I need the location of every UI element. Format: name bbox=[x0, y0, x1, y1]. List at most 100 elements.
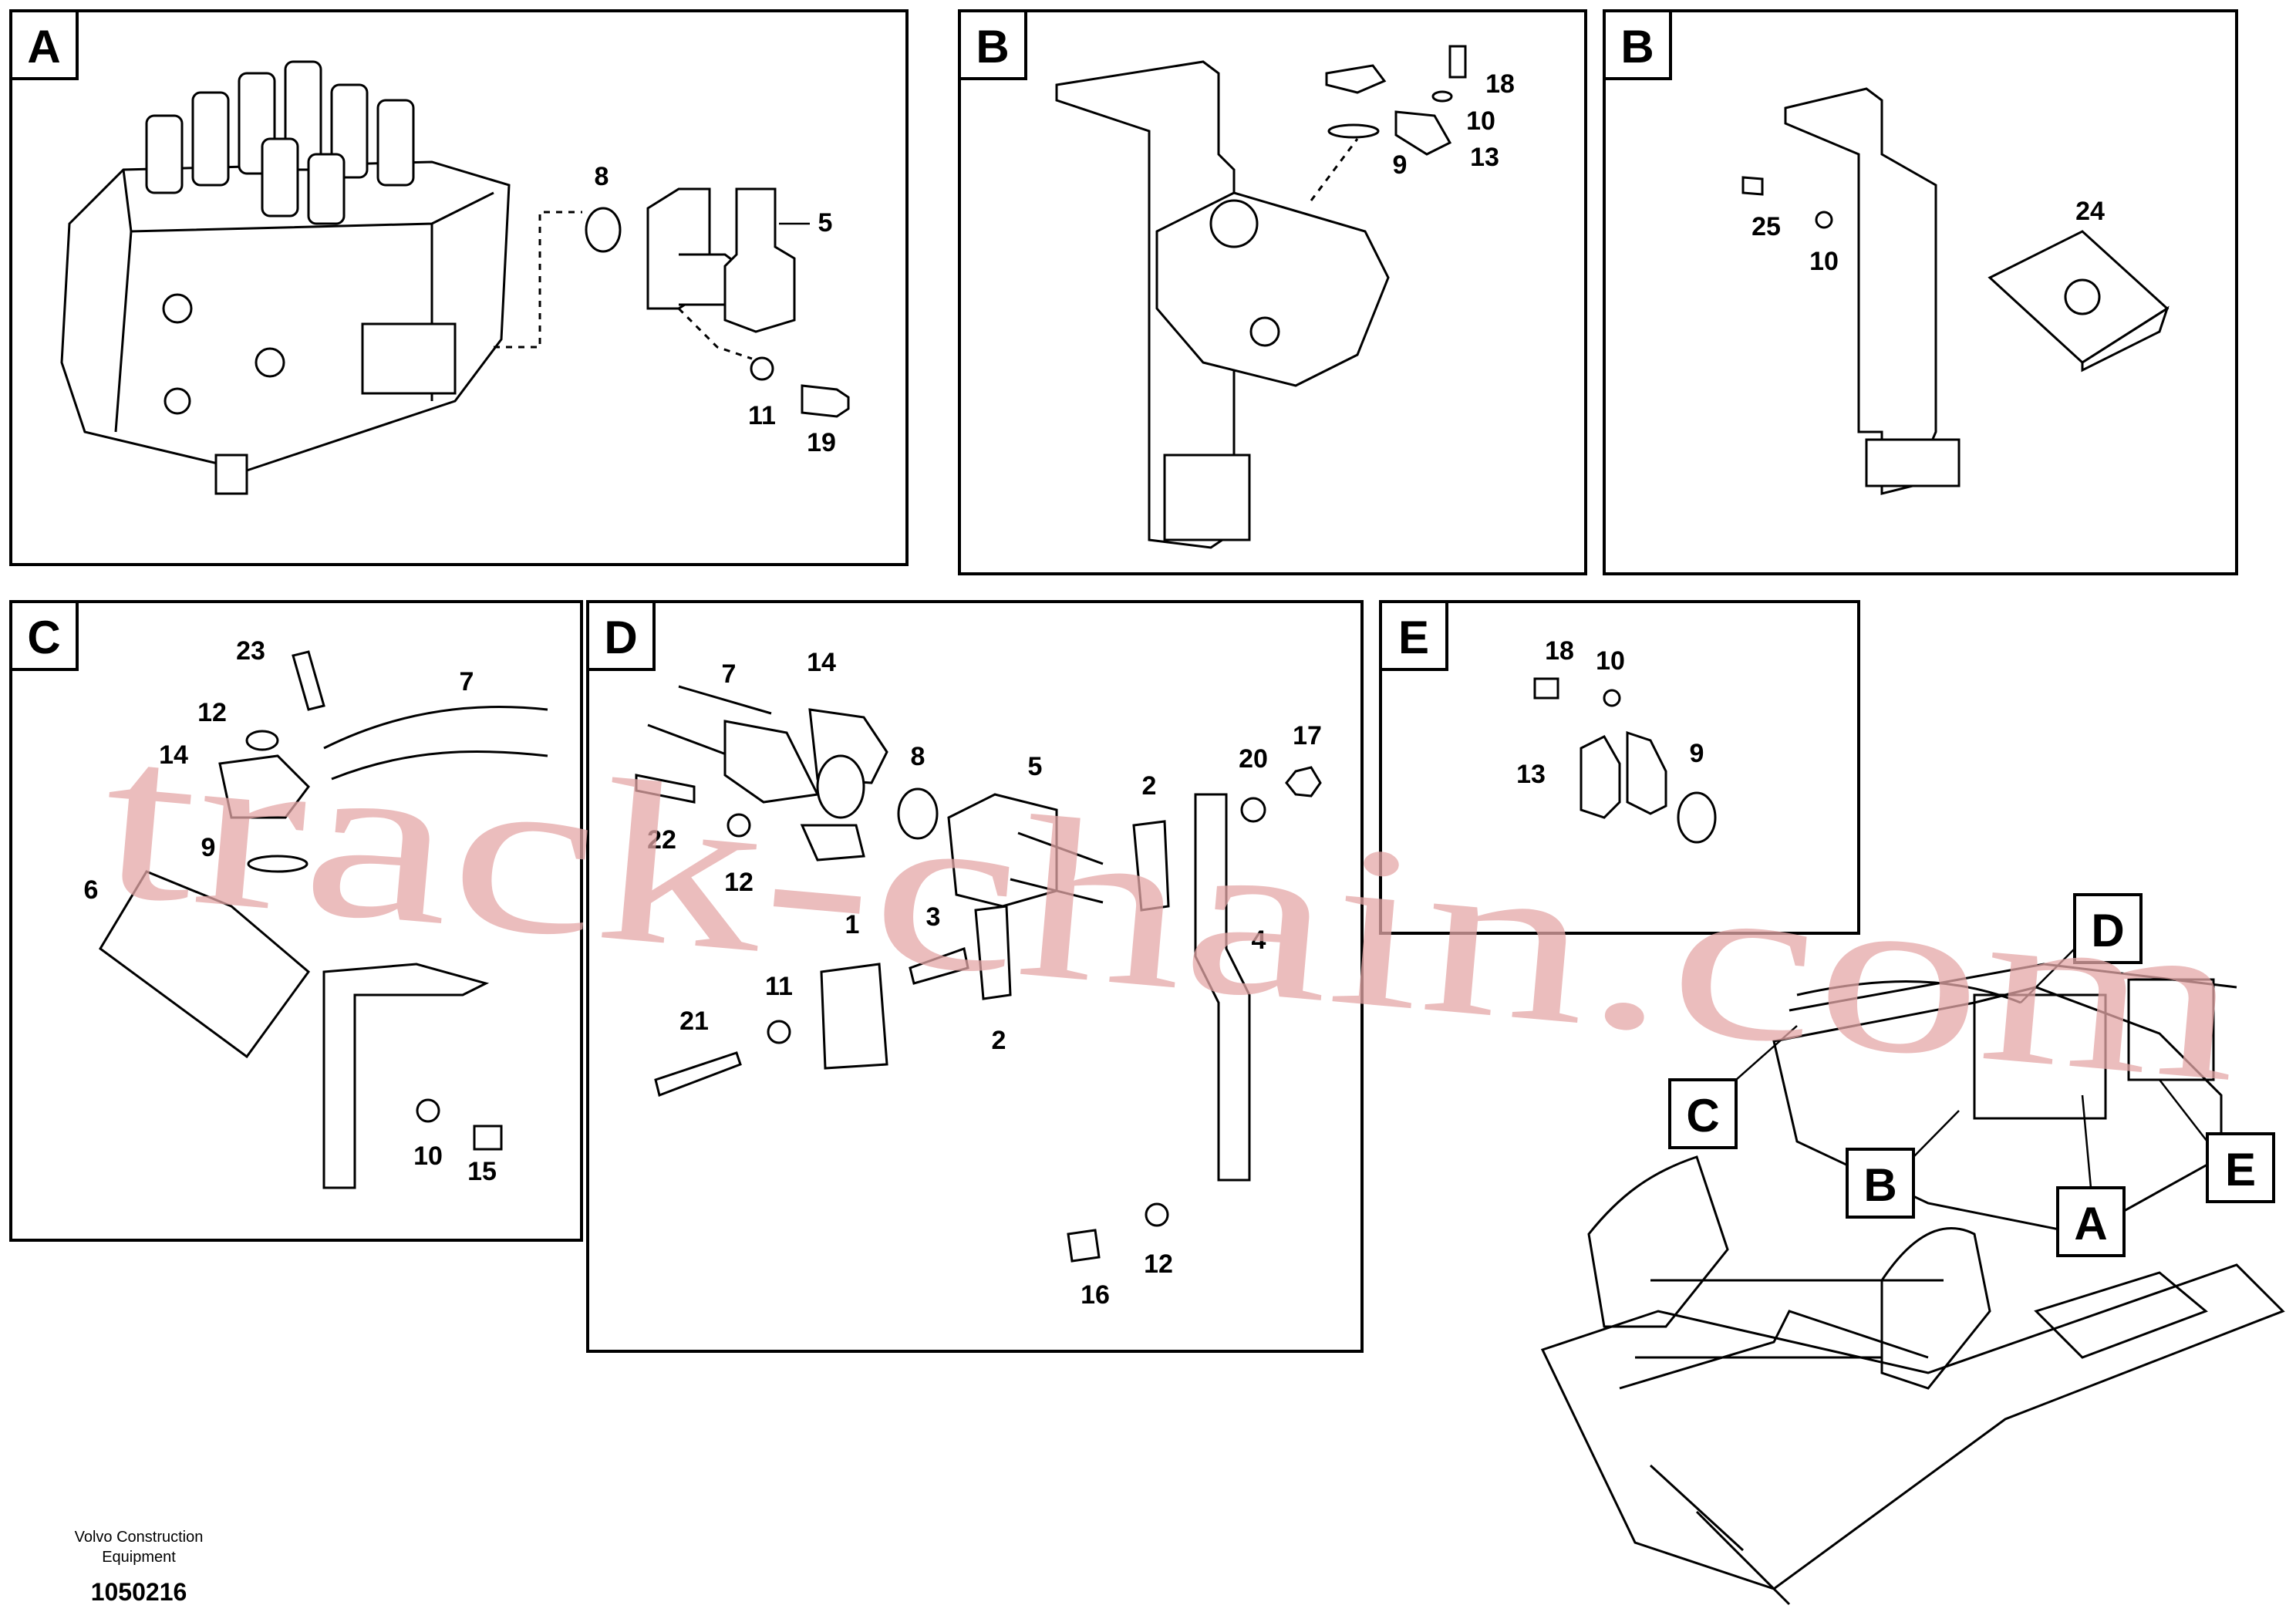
o-ring-8 bbox=[897, 787, 939, 840]
strap-4 bbox=[1194, 793, 1251, 1182]
svg-text:18: 18 bbox=[1545, 636, 1574, 666]
clamp-2 bbox=[974, 905, 1012, 1000]
panel-b1: B 18 10 9 13 bbox=[958, 9, 1587, 575]
washer-10 bbox=[1603, 689, 1621, 707]
bracket-1 bbox=[820, 963, 888, 1070]
washer-12 bbox=[245, 730, 279, 751]
svg-text:A: A bbox=[2074, 1198, 2107, 1249]
flange-half-13 bbox=[1580, 735, 1621, 819]
maker-text: Volvo Construction Equipment bbox=[74, 1529, 204, 1566]
washer-20 bbox=[1240, 797, 1266, 823]
panel-a-label: A bbox=[27, 21, 60, 73]
svg-text:22: 22 bbox=[647, 825, 676, 855]
svg-text:6: 6 bbox=[84, 875, 99, 905]
washer-12 bbox=[1145, 1202, 1169, 1227]
panel-e: E 18 10 13 9 bbox=[1379, 600, 1860, 935]
flange-half-14 bbox=[218, 754, 310, 819]
svg-text:24: 24 bbox=[2075, 197, 2105, 226]
svg-text:25: 25 bbox=[1752, 212, 1781, 241]
bolt-18 bbox=[1448, 45, 1467, 79]
svg-text:5: 5 bbox=[818, 208, 833, 238]
svg-text:20: 20 bbox=[1239, 744, 1268, 774]
bolt-22 bbox=[635, 774, 696, 804]
callout-e bbox=[2206, 1132, 2275, 1203]
svg-text:5: 5 bbox=[1028, 752, 1043, 781]
svg-text:7: 7 bbox=[460, 667, 474, 696]
flange-hose-5 bbox=[646, 187, 810, 333]
svg-text:23: 23 bbox=[236, 636, 265, 666]
svg-text:8: 8 bbox=[595, 162, 609, 191]
svg-text:3: 3 bbox=[926, 902, 941, 932]
washer-10 bbox=[416, 1098, 440, 1123]
svg-text:9: 9 bbox=[1393, 150, 1408, 180]
svg-text:16: 16 bbox=[1081, 1280, 1110, 1310]
o-ring-8 bbox=[585, 207, 622, 253]
nut-17 bbox=[1285, 766, 1322, 798]
bolt-15 bbox=[473, 1125, 503, 1151]
callout-b bbox=[1846, 1148, 1915, 1219]
flange-half bbox=[1325, 64, 1387, 94]
panel-b1-label: B bbox=[976, 21, 1009, 73]
panel-c: C 23 7 12 14 9 6 10 15 bbox=[9, 600, 583, 1242]
svg-text:12: 12 bbox=[724, 868, 754, 897]
bolt-16 bbox=[1067, 1229, 1101, 1263]
control-valve-drawing bbox=[60, 60, 511, 495]
panel-a: A 8 5 11 bbox=[9, 9, 909, 566]
pin-3 bbox=[909, 947, 969, 985]
machine-overview bbox=[1540, 963, 2285, 1606]
svg-text:9: 9 bbox=[201, 833, 216, 862]
svg-text:11: 11 bbox=[765, 972, 793, 1001]
svg-text:10: 10 bbox=[413, 1141, 443, 1171]
svg-text:21: 21 bbox=[679, 1007, 709, 1036]
svg-text:18: 18 bbox=[1485, 69, 1515, 99]
svg-text:19: 19 bbox=[807, 428, 836, 457]
panel-d: D 7 14 8 5 2 20 17 22 12 1 3 4 11 21 2 bbox=[586, 600, 1364, 1353]
svg-text:E: E bbox=[2225, 1144, 2256, 1195]
svg-text:13: 13 bbox=[1470, 143, 1499, 172]
o-ring-9 bbox=[247, 855, 308, 873]
washer-11 bbox=[750, 356, 774, 381]
svg-text:15: 15 bbox=[467, 1157, 497, 1186]
panel-e-label: E bbox=[1398, 612, 1429, 663]
svg-text:B: B bbox=[1863, 1159, 1896, 1211]
svg-text:10: 10 bbox=[1596, 646, 1625, 676]
washer-11 bbox=[767, 1020, 791, 1044]
washer-12 bbox=[727, 813, 751, 838]
callout-a bbox=[2056, 1186, 2126, 1257]
bolt-18 bbox=[1533, 677, 1559, 700]
svg-text:2: 2 bbox=[1142, 771, 1157, 801]
svg-text:17: 17 bbox=[1293, 721, 1322, 750]
panel-c-label: C bbox=[27, 612, 60, 663]
bolt-21 bbox=[654, 1051, 742, 1098]
panel-b2: B 25 10 24 bbox=[1603, 9, 2238, 575]
svg-text:7: 7 bbox=[722, 659, 737, 689]
svg-text:12: 12 bbox=[1144, 1249, 1173, 1279]
svg-text:D: D bbox=[2091, 905, 2124, 956]
clamp-2 bbox=[1132, 820, 1170, 912]
bolt-25 bbox=[1741, 176, 1764, 196]
svg-text:13: 13 bbox=[1516, 760, 1546, 789]
bolt-19 bbox=[801, 384, 850, 418]
drawing-code: 1050216 bbox=[91, 1578, 187, 1606]
footer: Volvo Construction Equipment 1050216 bbox=[74, 1529, 204, 1606]
svg-text:10: 10 bbox=[1466, 106, 1495, 136]
svg-text:11: 11 bbox=[748, 401, 776, 430]
callout-d bbox=[2073, 893, 2143, 964]
svg-text:14: 14 bbox=[159, 740, 188, 770]
overview-callouts: D C B A E bbox=[1668, 893, 2275, 1257]
o-ring-9 bbox=[1677, 791, 1717, 844]
callout-c bbox=[1668, 1078, 1738, 1149]
svg-text:10: 10 bbox=[1809, 247, 1839, 276]
svg-text:4: 4 bbox=[1252, 926, 1266, 955]
svg-text:14: 14 bbox=[807, 648, 836, 677]
hose-7 bbox=[323, 706, 548, 781]
washer-10 bbox=[1815, 211, 1833, 229]
svg-text:1: 1 bbox=[845, 910, 860, 939]
panel-b2-label: B bbox=[1620, 21, 1654, 73]
bolt-23 bbox=[292, 650, 325, 711]
panel-d-label: D bbox=[604, 612, 637, 663]
svg-text:2: 2 bbox=[992, 1026, 1006, 1055]
block-6 bbox=[99, 870, 311, 1059]
svg-text:9: 9 bbox=[1690, 739, 1704, 768]
